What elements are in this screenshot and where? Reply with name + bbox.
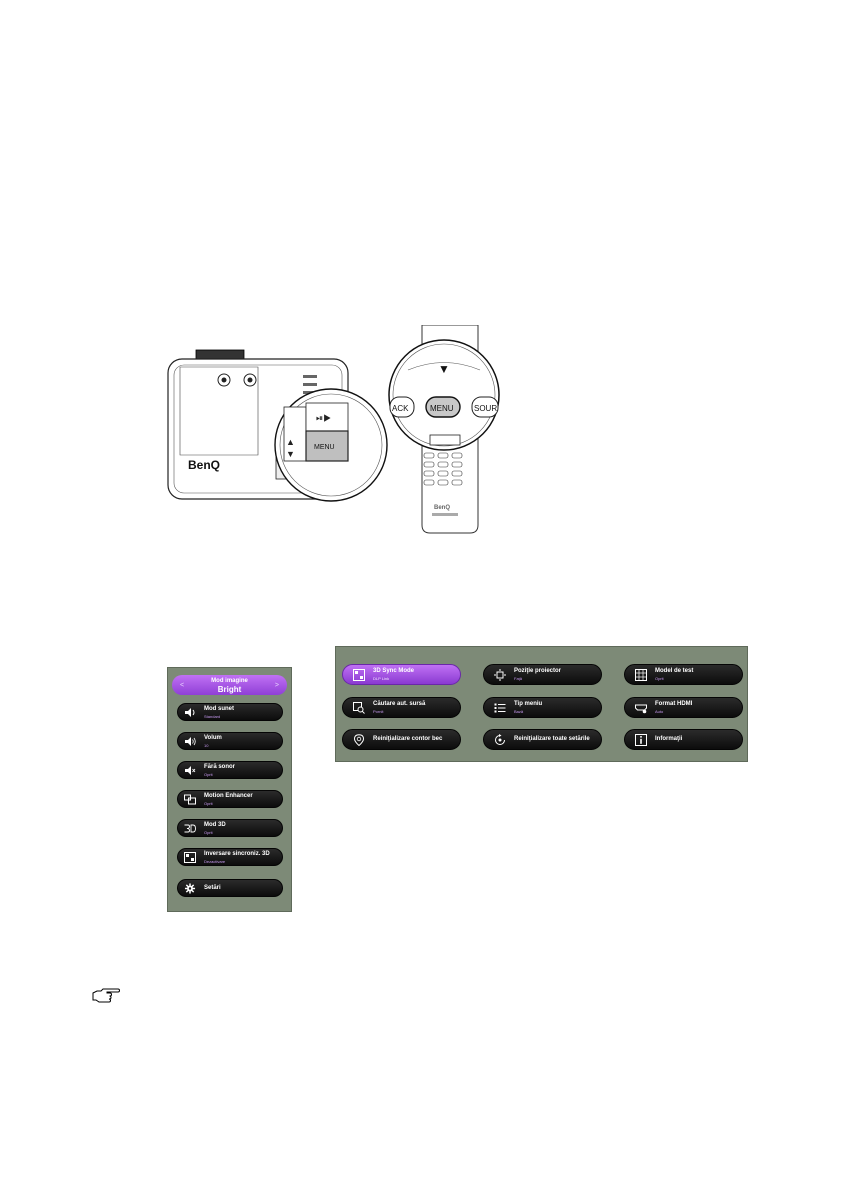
osd-btn-auto-source-search[interactable]: Căutare aut. sursă Pornit <box>342 697 461 718</box>
osd-picture-menu: < Mod imagine Bright > Mod sunet Standar… <box>167 667 292 912</box>
osd-item-volume[interactable]: Volum 10 <box>177 732 283 750</box>
remote-illustration: ▼ ACK MENU SOUR BenQ <box>388 325 500 534</box>
picture-mode-value: Bright <box>217 685 242 694</box>
remote-down-arrow: ▼ <box>438 362 450 376</box>
osd-btn-information[interactable]: Informaţii <box>624 729 743 750</box>
chevron-right-icon[interactable]: > <box>274 682 279 689</box>
osd-btn-menu-type[interactable]: Tip meniu Bază <box>483 697 602 718</box>
osd-item-settings[interactable]: Setări <box>177 879 283 897</box>
mute-icon <box>185 766 196 775</box>
osd-item-mute[interactable]: Fără sonor Oprit <box>177 761 283 779</box>
osd-item-3d-sync-invert[interactable]: Inversare sincroniz. 3D Dezactivare <box>177 848 283 866</box>
remote-source-label: SOUR <box>474 404 497 413</box>
3d-sync-icon <box>353 669 365 681</box>
volume-icon <box>185 737 196 746</box>
svg-text:▼: ▼ <box>286 449 295 459</box>
projector-position-icon <box>494 669 506 681</box>
speaker-icon <box>185 708 195 717</box>
projector-brand-logo: BenQ <box>188 458 220 472</box>
grid-icon <box>635 669 647 681</box>
projector-menu-key[interactable] <box>305 430 349 462</box>
projector-menu-label: MENU <box>314 444 335 451</box>
osd-item-3d-mode[interactable]: Mod 3D Oprit <box>177 819 283 837</box>
remote-brand-logo: BenQ <box>434 505 450 511</box>
motion-icon <box>184 794 196 805</box>
remote-menu-label: MENU <box>430 404 454 413</box>
osd-btn-hdmi-format[interactable]: Format HDMI Auto <box>624 697 743 718</box>
remote-menu-key[interactable] <box>425 396 461 418</box>
reset-icon <box>495 734 505 745</box>
picture-mode-title: Mod imagine <box>211 678 248 684</box>
gear-icon <box>184 883 196 894</box>
osd-item-sound-mode[interactable]: Mod sunet Standard <box>177 703 283 721</box>
osd-settings-menu: 3D Sync Mode DLP Link Poziţie proiector … <box>335 646 748 762</box>
3d-sync-icon <box>184 852 196 863</box>
osd-btn-projector-position[interactable]: Poziţie proiector Faţă <box>483 664 602 685</box>
svg-text:▲: ▲ <box>286 437 295 447</box>
osd-btn-3d-sync-mode[interactable]: 3D Sync Mode DLP Link <box>342 664 461 685</box>
3d-icon <box>184 824 196 833</box>
hdmi-icon <box>635 704 647 714</box>
lamp-reset-icon <box>353 734 365 746</box>
osd-btn-test-pattern[interactable]: Model de test Oprit <box>624 664 743 685</box>
source-search-icon <box>353 702 365 714</box>
pointing-hand-icon <box>92 988 120 1003</box>
remote-back-label: ACK <box>392 404 409 413</box>
osd-picture-mode-selector[interactable]: < Mod imagine Bright > <box>172 675 287 695</box>
projector-play-symbol: ⏯▶ <box>316 413 331 423</box>
osd-item-motion-enhancer[interactable]: Motion Enhancer Oprit <box>177 790 283 808</box>
osd-btn-reset-lamp-timer[interactable]: Reiniţializare contor bec <box>342 729 461 750</box>
info-icon <box>635 734 647 746</box>
chevron-left-icon[interactable]: < <box>180 682 185 689</box>
list-icon <box>494 703 506 713</box>
projector-illustration: BenQ ▲ ▼ ⏯▶ MENU <box>167 349 388 502</box>
osd-btn-reset-all-settings[interactable]: Reiniţializare toate setările <box>483 729 602 750</box>
